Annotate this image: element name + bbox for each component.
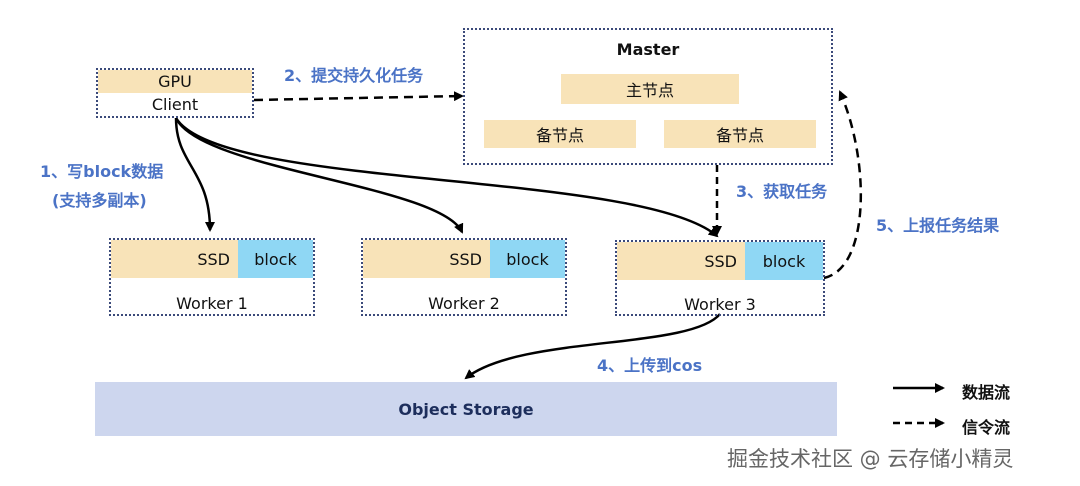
legend-data-flow: 数据流 — [962, 383, 1011, 402]
ssd-label: SSD — [617, 242, 745, 280]
watermark: 掘金技术社区 @ 云存储小精灵 — [727, 447, 1014, 471]
worker-name: Worker 2 — [428, 293, 500, 313]
master-title: Master — [616, 39, 680, 59]
object-storage: Object Storage — [95, 382, 837, 436]
ssd-text: SSD — [449, 249, 482, 269]
block-label: block — [490, 240, 565, 278]
worker-1-box: SSD block Worker 1 — [109, 238, 315, 316]
worker-2-box: SSD block Worker 2 — [361, 238, 567, 316]
step1-sublabel: (支持多副本) — [52, 191, 147, 210]
standby-node-1: 备节点 — [484, 120, 636, 148]
step3-label: 3、获取任务 — [736, 182, 828, 201]
ssd-text: SSD — [704, 251, 737, 271]
standby-node-2: 备节点 — [664, 120, 816, 148]
master-box: Master 主节点 备节点 备节点 — [463, 28, 833, 165]
write-arrow-worker1 — [174, 117, 215, 232]
block-label: block — [238, 240, 313, 278]
step4-label: 4、上传到cos — [597, 356, 703, 375]
submit-task-arrow — [253, 91, 464, 102]
gpu-label: GPU — [98, 70, 252, 93]
ssd-label: SSD — [363, 240, 490, 278]
write-arrow-worker3 — [174, 117, 719, 238]
step2-label: 2、提交持久化任务 — [284, 66, 424, 85]
ssd-label: SSD — [111, 240, 238, 278]
upload-arrow — [464, 313, 721, 380]
ssd-text: SSD — [197, 249, 230, 269]
block-label: block — [745, 242, 823, 280]
step5-label: 5、上报任务结果 — [876, 216, 1000, 235]
worker-name: Worker 1 — [176, 293, 248, 313]
worker-3-box: SSD block Worker 3 — [615, 240, 825, 316]
write-arrow-worker2 — [174, 117, 464, 234]
primary-node: 主节点 — [561, 74, 739, 104]
step1-label: 1、写block数据 — [40, 162, 164, 181]
worker-name: Worker 3 — [684, 294, 756, 314]
client-box: GPU Client — [96, 68, 254, 118]
client-label: Client — [151, 95, 199, 114]
legend-signal-flow: 信令流 — [962, 418, 1011, 437]
report-result-arrow — [823, 90, 863, 280]
